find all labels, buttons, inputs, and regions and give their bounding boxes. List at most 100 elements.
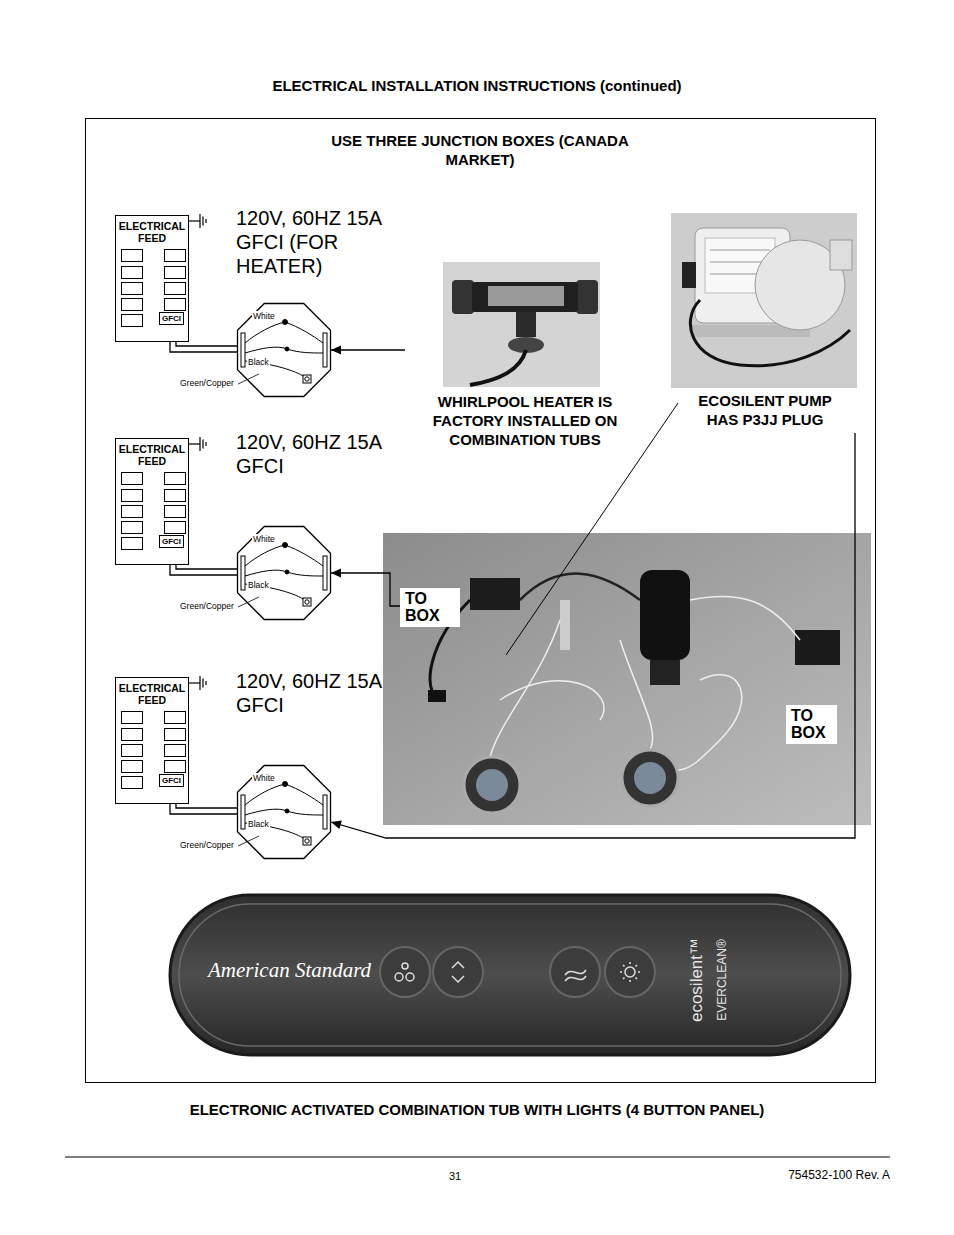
illustration — [122, 250, 186, 327]
heater-photo — [452, 280, 474, 314]
connector-arrow — [331, 346, 405, 355]
pump-photo — [690, 300, 850, 366]
connector-line — [331, 349, 405, 350]
control-panel-art — [565, 976, 586, 981]
components-photo — [620, 640, 653, 750]
illustration — [122, 473, 186, 550]
components-photo — [428, 690, 446, 702]
node-text: White — [252, 534, 276, 544]
octagon-outline — [238, 527, 331, 620]
pump-photo — [671, 213, 857, 388]
control-panel-art — [406, 973, 414, 981]
document-number: 754532-100 Rev. A — [788, 1168, 890, 1182]
heater-photo — [576, 280, 598, 314]
control-panel-art — [179, 904, 841, 1046]
connector-arrow — [331, 569, 400, 607]
connector-line — [331, 573, 400, 606]
node-text: ECOSILENT PUMP HAS P3JJ PLUG — [685, 391, 845, 429]
heater-photo — [472, 282, 578, 312]
wire-label: Green/Copper — [180, 840, 234, 850]
feed-wire — [170, 565, 237, 575]
heater-photo — [470, 350, 526, 385]
connector-arrow — [331, 433, 855, 838]
node-text: American Standard — [208, 957, 371, 983]
pump-photo — [671, 213, 857, 388]
control-panel-art — [170, 895, 850, 1055]
heater-photo — [443, 262, 600, 387]
box-heading: USE THREE JUNCTION BOXES (CANADA MARKET) — [330, 131, 630, 169]
control-panel-art — [395, 962, 640, 982]
feed-wire — [170, 342, 237, 352]
control-panel-art — [402, 963, 408, 969]
power-spec: 120V, 60HZ 15A GFCI (FOR HEATER) — [236, 206, 388, 278]
node-text: ecosilent™ — [687, 938, 707, 1022]
connector-line — [170, 565, 237, 575]
page-number: 31 — [449, 1170, 461, 1183]
footer-rule — [65, 1156, 890, 1157]
pump-photo — [682, 262, 696, 288]
node-text: WHIRLPOOL HEATER IS FACTORY INSTALLED ON… — [410, 392, 640, 449]
components-photo — [470, 578, 520, 610]
junction-box: WhiteBlack — [237, 765, 331, 859]
feed-wire — [170, 804, 237, 814]
control-panel-art — [395, 973, 403, 981]
connector-line — [170, 804, 237, 814]
components-photo — [520, 574, 640, 600]
control-panel-art — [380, 947, 430, 997]
components-photo — [476, 769, 508, 801]
arrowhead — [331, 820, 342, 829]
illustration — [241, 782, 327, 846]
node-text: TO BOX — [405, 590, 460, 624]
node-text: ELECTRICAL FEED — [116, 220, 188, 244]
components-photo — [464, 757, 520, 813]
components-photo — [490, 620, 560, 757]
arrowhead — [331, 569, 341, 578]
pump-photo — [710, 250, 770, 251]
control-panel-art — [625, 967, 635, 977]
power-spec: 120V, 60HZ 15A GFCI — [236, 430, 388, 478]
electrical-feed-panel: ELECTRICAL FEED GFCI — [115, 438, 189, 565]
node-text: GFCI — [159, 535, 184, 548]
illustration — [122, 712, 186, 789]
heater-callout: WHIRLPOOL HEATER IS FACTORY INSTALLED ON… — [405, 262, 645, 453]
control-panel: American Standardecosilent™EVERCLEAN® — [170, 895, 850, 1055]
connector-line — [176, 565, 237, 569]
node-text: White — [252, 773, 276, 783]
control-panel-art — [605, 947, 655, 997]
components-photo — [383, 533, 871, 825]
illustration — [86, 119, 876, 1083]
components-photo — [500, 681, 604, 720]
arrowhead — [331, 346, 341, 355]
to-box-tag: TO BOX — [400, 588, 460, 627]
power-spec: 120V, 60HZ 15A GFCI — [236, 669, 388, 717]
control-panel-art — [550, 947, 600, 997]
node-text: GFCI — [159, 312, 184, 325]
control-panel-art — [380, 947, 655, 997]
components-photo — [640, 570, 690, 660]
to-box-tag: TO BOX — [786, 705, 837, 744]
components-photo — [795, 630, 840, 665]
components-photo — [560, 600, 570, 650]
node-text: Black — [247, 580, 270, 590]
node-text: ELECTRICAL FEED — [116, 443, 188, 467]
illustration — [241, 543, 327, 607]
connector-line — [170, 342, 237, 352]
illustration — [241, 320, 327, 384]
electrical-feed-panel: ELECTRICAL FEED GFCI — [115, 215, 189, 342]
components-photo — [383, 533, 871, 825]
wire-label: Green/Copper — [180, 601, 234, 611]
caption: ELECTRONIC ACTIVATED COMBINATION TUB WIT… — [0, 1100, 954, 1119]
pump-photo — [830, 240, 852, 270]
junction-box: WhiteBlack — [237, 303, 331, 397]
components-photo — [690, 596, 800, 640]
components-photo — [678, 675, 742, 770]
pump-callout: ECOSILENT PUMP HAS P3JJ PLUG — [668, 213, 862, 433]
octagon-outline — [238, 766, 331, 859]
heater-photo — [443, 262, 600, 387]
page-title: ELECTRICAL INSTALLATION INSTRUCTIONS (co… — [0, 76, 954, 95]
components-photo — [490, 596, 800, 770]
node-text: White — [252, 311, 276, 321]
